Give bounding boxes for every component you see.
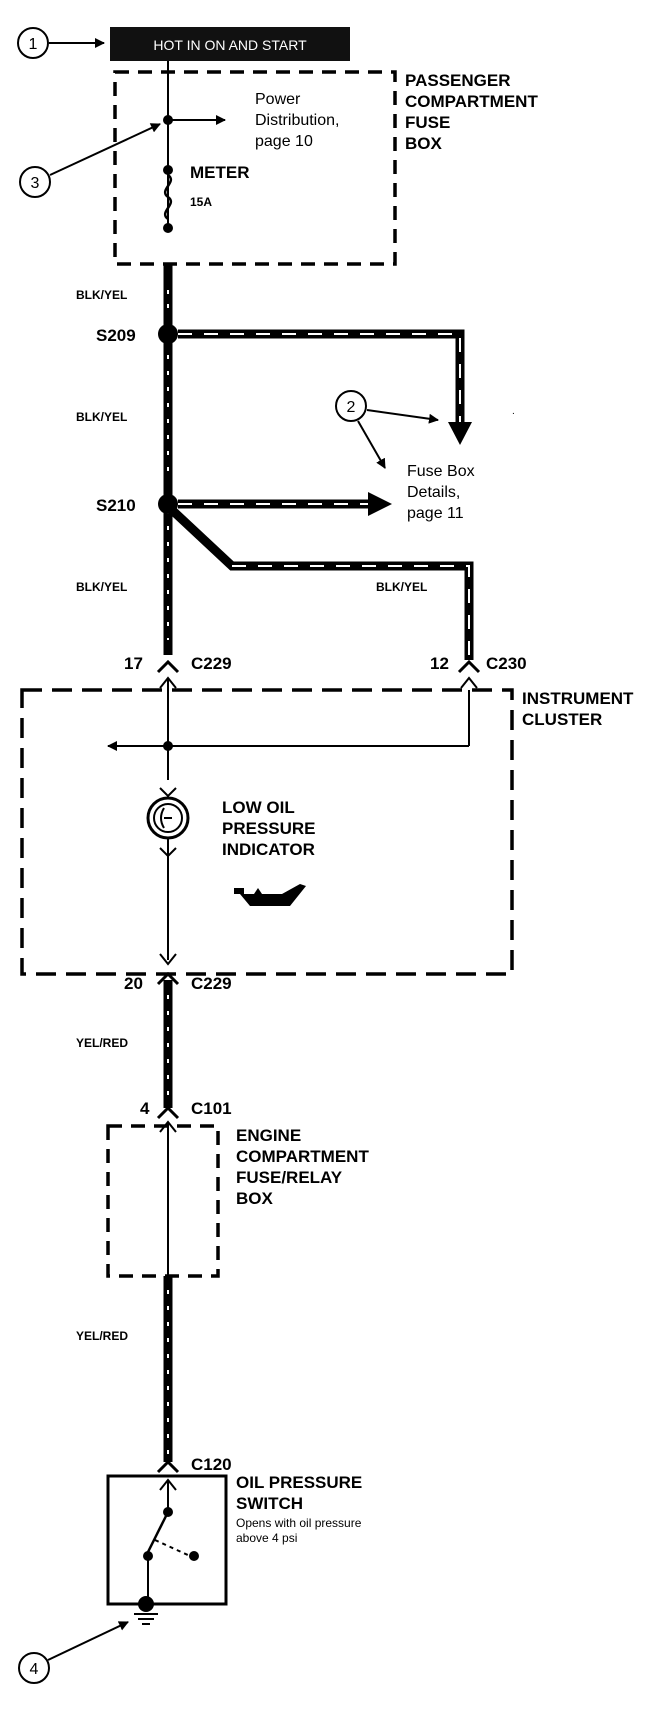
svg-text:BOX: BOX (405, 134, 443, 153)
svg-text:OIL PRESSURE: OIL PRESSURE (236, 1473, 362, 1492)
meter-fuse (163, 165, 173, 233)
c230-pin: 12 (430, 654, 449, 673)
power-distribution-ref: Power Distribution, page 10 (255, 91, 339, 150)
fuse-name: METER (190, 163, 250, 182)
oil-pressure-switch-label: OIL PRESSURE SWITCH Opens with oil press… (236, 1473, 362, 1545)
wire-s210-branch (178, 492, 392, 516)
c230-name: C230 (486, 654, 527, 673)
splice-s209-label: S209 (96, 326, 136, 345)
svg-text:Distribution,: Distribution, (255, 112, 339, 129)
svg-text:1: 1 (29, 36, 38, 53)
callout-4: 4 (18, 1621, 129, 1684)
wire-label-4: BLK/YEL (376, 580, 427, 594)
oil-can-icon (234, 884, 306, 906)
svg-text:FUSE: FUSE (405, 113, 450, 132)
svg-text:COMPARTMENT: COMPARTMENT (405, 92, 538, 111)
instrument-cluster-box (20, 688, 514, 976)
splice-s209 (158, 324, 178, 344)
splice-s210-label: S210 (96, 496, 136, 515)
engine-box-label: ENGINE COMPARTMENT FUSE/RELAY BOX (236, 1126, 369, 1208)
low-oil-indicator-bulb (146, 787, 190, 966)
svg-text:ENGINE: ENGINE (236, 1126, 301, 1145)
fuse-box-details-ref: Fuse Box Details, page 11 (407, 463, 475, 522)
svg-text:Details,: Details, (407, 484, 460, 501)
svg-text:Opens with oil pressure: Opens with oil pressure (236, 1516, 362, 1530)
svg-text:LOW OIL: LOW OIL (222, 798, 295, 817)
svg-text:3: 3 (31, 175, 40, 192)
ground-icon (134, 1596, 158, 1625)
oil-pressure-switch-box (106, 1474, 228, 1606)
wire-label-5: YEL/RED (76, 1036, 128, 1050)
svg-text:INSTRUMENT: INSTRUMENT (522, 689, 634, 708)
wire-label-3: BLK/YEL (76, 580, 127, 594)
passenger-fuse-box (113, 70, 397, 266)
passenger-box-label: PASSENGER COMPARTMENT FUSE BOX (405, 71, 538, 153)
svg-text:FUSE/RELAY: FUSE/RELAY (236, 1168, 343, 1187)
c101-pin: 4 (140, 1099, 150, 1118)
c229-bottom-pin: 20 (124, 974, 143, 993)
svg-text:SWITCH: SWITCH (236, 1494, 303, 1513)
svg-text:page 11: page 11 (407, 505, 464, 522)
svg-text:4: 4 (30, 1661, 39, 1678)
svg-text:above 4 psi: above 4 psi (236, 1531, 297, 1545)
svg-text:Power: Power (255, 91, 301, 108)
c101-name: C101 (191, 1099, 232, 1118)
header-bar-text: HOT IN ON AND START (153, 37, 307, 53)
instrument-cluster-label: INSTRUMENT CLUSTER (522, 689, 634, 729)
c229-top-pin: 17 (124, 654, 143, 673)
wire-label-6: YEL/RED (76, 1329, 128, 1343)
svg-text:BOX: BOX (236, 1189, 274, 1208)
wire-label-2: BLK/YEL (76, 410, 127, 424)
svg-text:CLUSTER: CLUSTER (522, 710, 602, 729)
wire-s209-branch (178, 329, 472, 445)
svg-text:2: 2 (347, 399, 356, 416)
c120-name: C120 (191, 1455, 232, 1474)
engine-fuse-relay-box (106, 1124, 220, 1278)
low-oil-indicator-label: LOW OIL PRESSURE INDICATOR (222, 798, 316, 859)
callout-1: 1 (17, 27, 105, 59)
wire-label-1: BLK/YEL (76, 288, 127, 302)
oil-pressure-switch-symbol (143, 1478, 199, 1604)
svg-text:INDICATOR: INDICATOR (222, 840, 315, 859)
callout-2: 2 (335, 390, 439, 469)
svg-text:PRESSURE: PRESSURE (222, 819, 316, 838)
stray-dot: . (512, 406, 515, 417)
c229-top-name: C229 (191, 654, 232, 673)
wire-to-c230 (168, 506, 474, 660)
svg-text:COMPARTMENT: COMPARTMENT (236, 1147, 369, 1166)
c229-bottom-name: C229 (191, 974, 232, 993)
svg-text:PASSENGER: PASSENGER (405, 71, 511, 90)
svg-text:page 10: page 10 (255, 133, 313, 150)
header-bar (110, 27, 350, 61)
callout-3: 3 (19, 123, 161, 198)
fuse-rating: 15A (190, 195, 212, 209)
svg-text:Fuse Box: Fuse Box (407, 463, 475, 480)
